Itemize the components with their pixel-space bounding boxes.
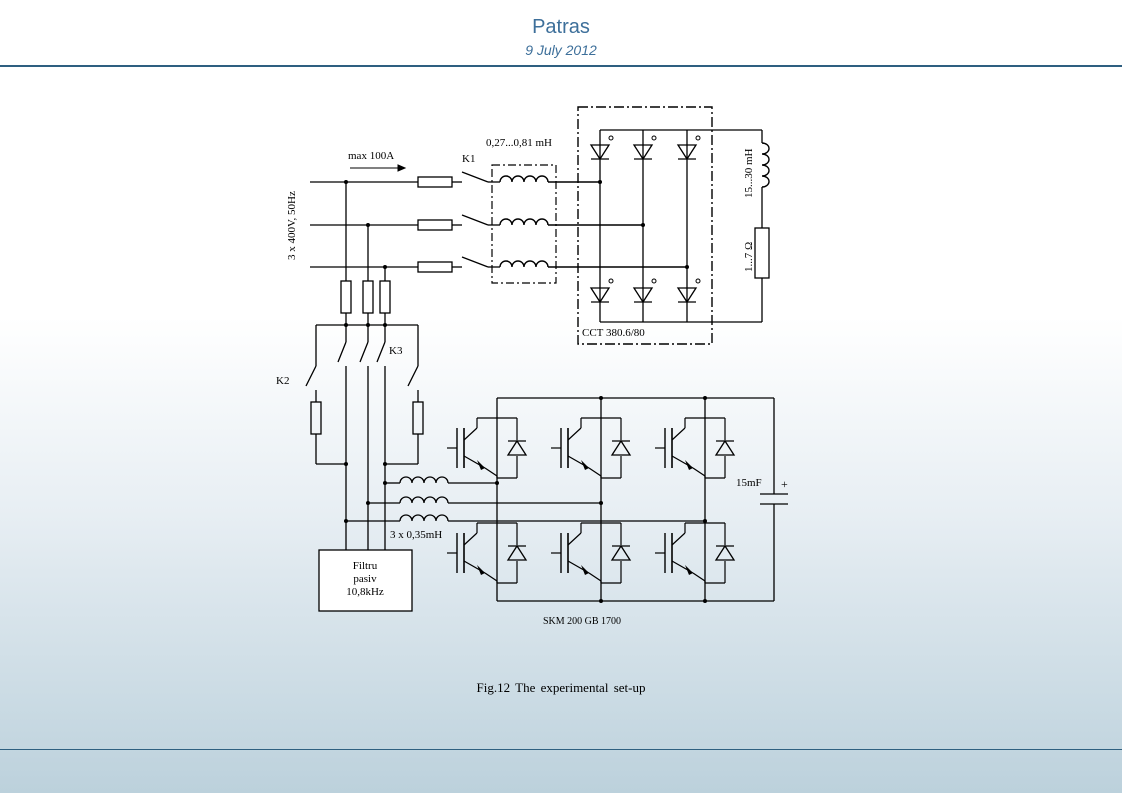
k1-switches xyxy=(461,171,500,268)
capacitor-polarity: + xyxy=(781,477,788,491)
rectifier-box xyxy=(577,106,713,345)
inverter-bus xyxy=(496,397,788,602)
inductor-box xyxy=(491,164,557,284)
filter-label-line1: Filtru xyxy=(353,560,378,572)
input-inductance-label: 0,27...0,81 mH xyxy=(486,137,552,149)
header-date: 9 July 2012 xyxy=(525,42,597,58)
passive-filter-box xyxy=(318,549,413,612)
output-inductors xyxy=(346,476,705,522)
output-inductors-label: 3 x 0,35mH xyxy=(390,529,442,541)
load-resistance-label: 1...7 Ω xyxy=(743,242,755,272)
load-inductor xyxy=(761,142,770,188)
supply-label: 3 x 400V, 50Hz xyxy=(286,191,298,260)
load-inductance-label: 15...30 mH xyxy=(743,148,755,198)
rectifier-wiring xyxy=(599,129,763,323)
filter-label-line2: pasiv xyxy=(353,573,377,585)
inverter-igbts xyxy=(446,417,735,584)
inverter-label: SKM 200 GB 1700 xyxy=(543,616,621,627)
slide-header: Patras 9 July 2012 xyxy=(0,0,1122,67)
k2-label: K2 xyxy=(276,375,289,387)
rectifier-label: CCT 380.6/80 xyxy=(582,327,645,339)
input-inductors xyxy=(499,175,687,268)
inverter-dots xyxy=(495,396,707,603)
network-dots xyxy=(344,323,387,523)
thyristor-gates xyxy=(608,135,701,284)
figure-caption: Fig.12 The experimental set-up xyxy=(476,680,646,695)
switch-network xyxy=(305,324,419,550)
tap-fuses xyxy=(340,280,391,314)
filter-label-line3: 10,8kHz xyxy=(346,586,384,598)
k1-label: K1 xyxy=(462,153,475,165)
header-title: Patras xyxy=(532,16,590,38)
capacitor-label: 15mF xyxy=(736,477,762,489)
footer-divider xyxy=(0,749,1122,750)
current-label: max 100A xyxy=(348,150,394,162)
supply-fuses xyxy=(417,176,453,273)
precharge-resistors xyxy=(310,401,424,435)
header-divider xyxy=(0,65,1122,67)
supply-taps xyxy=(345,182,386,325)
supply-lines xyxy=(310,181,462,268)
current-arrow xyxy=(350,164,407,172)
junction-dots xyxy=(344,180,689,269)
load-resistor xyxy=(754,227,770,279)
k3-label: K3 xyxy=(389,345,403,357)
